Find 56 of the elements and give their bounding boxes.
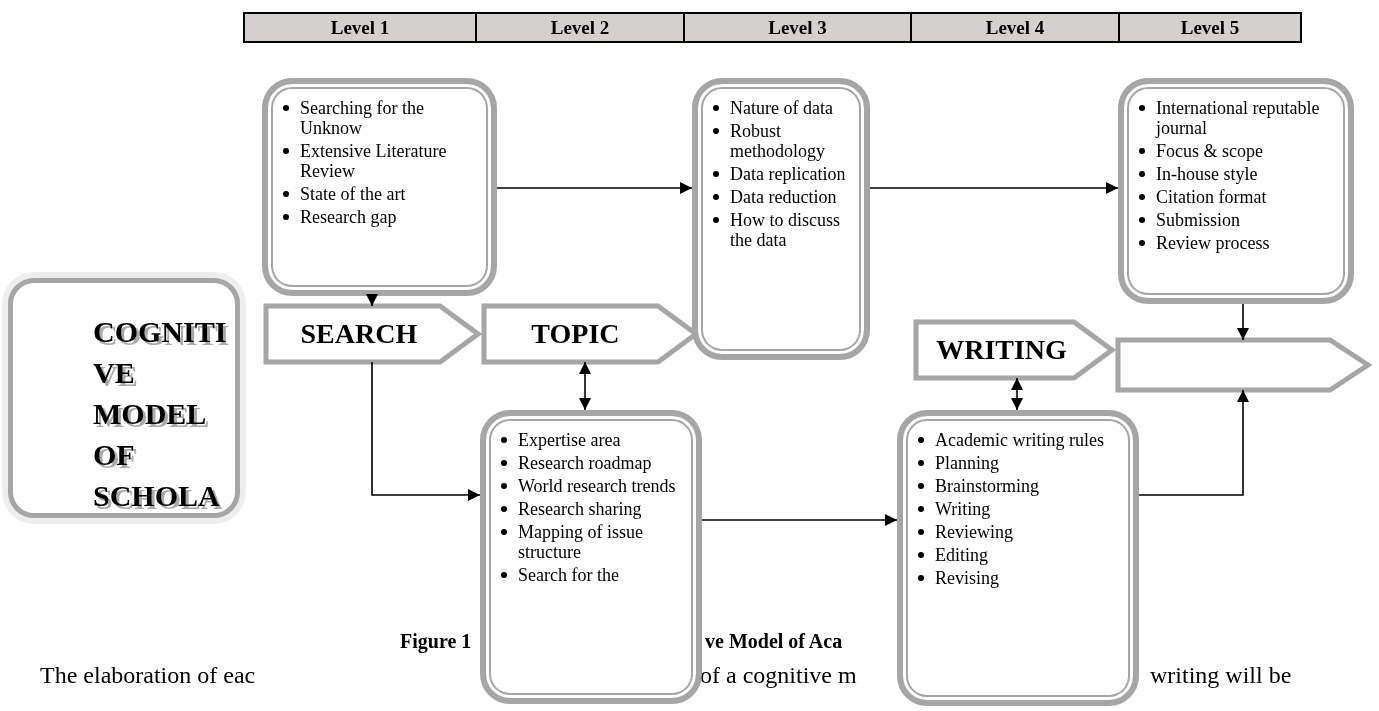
list-item: Robust methodology — [730, 121, 825, 161]
figure-caption-text: ve Model of Aca — [705, 630, 843, 653]
list-item: Reviewing — [935, 522, 1013, 542]
list-item: Extensive Literature Review — [300, 141, 447, 181]
list-item: Brainstorming — [935, 476, 1039, 496]
arrow — [366, 294, 378, 307]
list-item: Revising — [935, 568, 999, 588]
list-item: International reputable journal — [1156, 98, 1320, 138]
arrow — [496, 182, 693, 194]
title-text: COGNITI VE MODEL OF SCHOLA — [93, 314, 228, 514]
list-item: State of the art — [300, 184, 406, 204]
arrow — [869, 182, 1119, 194]
level-header-cell: Level 5 — [1118, 12, 1302, 43]
list-item: Research sharing — [518, 499, 642, 519]
step-label: TOPIC — [531, 318, 620, 350]
rounded-list-box — [480, 410, 702, 704]
body-text: of a cognitive m — [700, 662, 857, 689]
list-item: Data replication — [730, 164, 846, 184]
list-item: Mapping of issue structure — [518, 522, 643, 562]
list-item: Focus & scope — [1156, 141, 1263, 161]
figure-caption-text: Figure 1 — [400, 630, 472, 653]
list-item: Research roadmap — [518, 453, 652, 473]
body-text: The elaboration of eac — [40, 662, 256, 689]
list-item: How to discuss the data — [730, 210, 840, 250]
arrow — [1138, 389, 1249, 496]
body-text: writing will be — [1150, 662, 1292, 689]
list-item: Writing — [935, 499, 991, 519]
list-item: Expertise area — [518, 430, 621, 450]
list-item: Submission — [1156, 210, 1241, 230]
list-item: Academic writing rules — [935, 430, 1104, 450]
rounded-list-box — [692, 78, 870, 360]
list-item: Search for the — [518, 565, 619, 585]
arrow — [701, 514, 898, 526]
level-header-cell: Level 4 — [910, 12, 1120, 43]
level-header-cell: Level 1 — [243, 12, 477, 43]
arrow — [1011, 377, 1023, 411]
list-item: Planning — [935, 453, 999, 473]
step-label: SEARCH — [300, 318, 418, 350]
list-item: World research trends — [518, 476, 676, 496]
arrow — [371, 361, 481, 501]
level-header-cell: Level 3 — [683, 12, 912, 43]
rounded-list-box — [262, 78, 497, 296]
arrow — [1237, 303, 1249, 341]
list-item: In-house style — [1156, 164, 1258, 184]
list-item: Searching for the Unknow — [300, 98, 424, 138]
rounded-list-box — [897, 410, 1139, 706]
list-item: Research gap — [300, 207, 397, 227]
list-item: Review process — [1156, 233, 1270, 253]
list-item: Citation format — [1156, 187, 1267, 207]
arrow — [579, 361, 591, 411]
rounded-list-box — [1118, 78, 1354, 304]
level-header-cell: Level 2 — [475, 12, 685, 43]
list-item: Data reduction — [730, 187, 837, 207]
list-item: Nature of data — [730, 98, 833, 118]
list-item: Editing — [935, 545, 988, 565]
step-label: WRITING — [936, 334, 1067, 366]
